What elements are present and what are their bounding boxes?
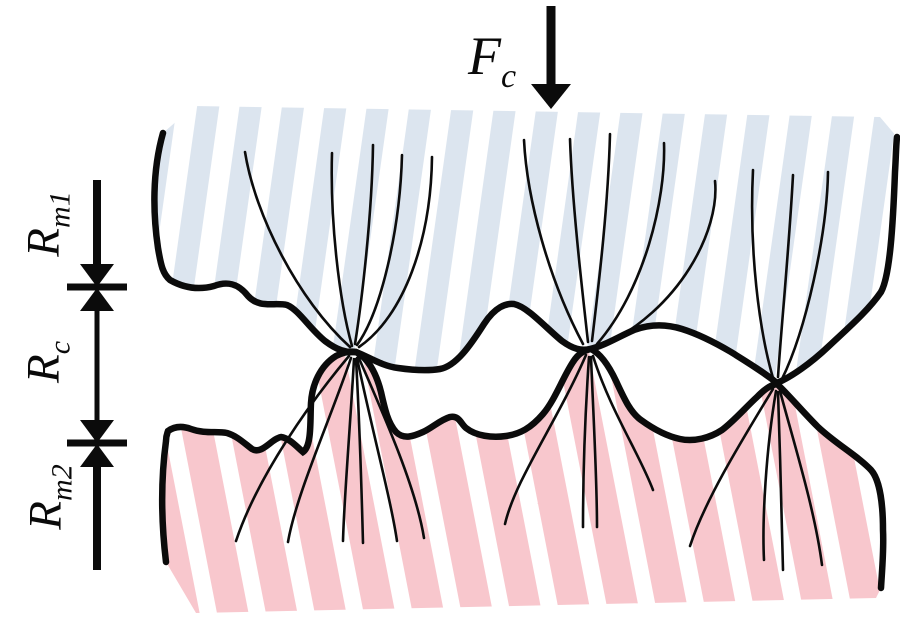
flow-line — [522, 138, 585, 346]
force-arrowhead-down-icon — [531, 84, 571, 109]
arrowhead-down-icon — [80, 264, 114, 287]
rc-label-main: R — [17, 354, 70, 384]
rm1-label-main: R — [17, 227, 70, 257]
force-label-main: F — [468, 26, 501, 86]
flow-line — [568, 137, 590, 344]
flow-line — [591, 354, 655, 492]
rc-label: Rc — [17, 341, 77, 384]
arrowhead-down-icon — [80, 420, 114, 443]
flow-line — [590, 132, 612, 343]
rm2-label: Rm2 — [19, 464, 79, 530]
rm2-label-sub: m2 — [45, 464, 79, 501]
top-body-hatch — [154, 106, 898, 383]
flow-line — [589, 355, 599, 529]
flow-line — [286, 356, 353, 544]
arrowhead-up-icon — [80, 444, 114, 467]
flow-line — [355, 356, 399, 543]
flow-line — [357, 155, 434, 349]
flow-line — [762, 389, 778, 562]
arrowhead-up-icon — [80, 288, 114, 311]
resistance-dimension-line — [67, 180, 127, 570]
force-label: Fc — [468, 26, 516, 94]
flow-line — [688, 387, 775, 548]
flow-line — [778, 389, 824, 567]
rc-label-sub: c — [43, 340, 77, 355]
flow-line — [341, 357, 356, 543]
flow-line — [330, 151, 354, 348]
flow-line — [356, 354, 426, 540]
upper-surface-profile — [151, 129, 900, 387]
lower-surface-profile — [159, 345, 887, 592]
flow-line — [354, 357, 365, 545]
rm1-label: Rm1 — [17, 191, 77, 257]
force-arrow-icon — [531, 6, 571, 109]
flow-line — [355, 153, 404, 347]
flow-line — [776, 173, 795, 379]
force-label-sub: c — [501, 58, 517, 95]
flow-line — [581, 355, 591, 529]
flow-line — [353, 143, 375, 346]
flow-line — [595, 141, 666, 346]
flow-line — [780, 170, 830, 381]
flow-line — [243, 150, 352, 349]
rm1-label-sub: m1 — [43, 191, 77, 228]
flow-line — [776, 390, 785, 572]
flow-line — [750, 168, 775, 380]
flow-line — [503, 353, 588, 526]
top-body — [154, 106, 898, 383]
rm2-label-main: R — [19, 500, 72, 530]
surface-profiles — [151, 129, 900, 592]
